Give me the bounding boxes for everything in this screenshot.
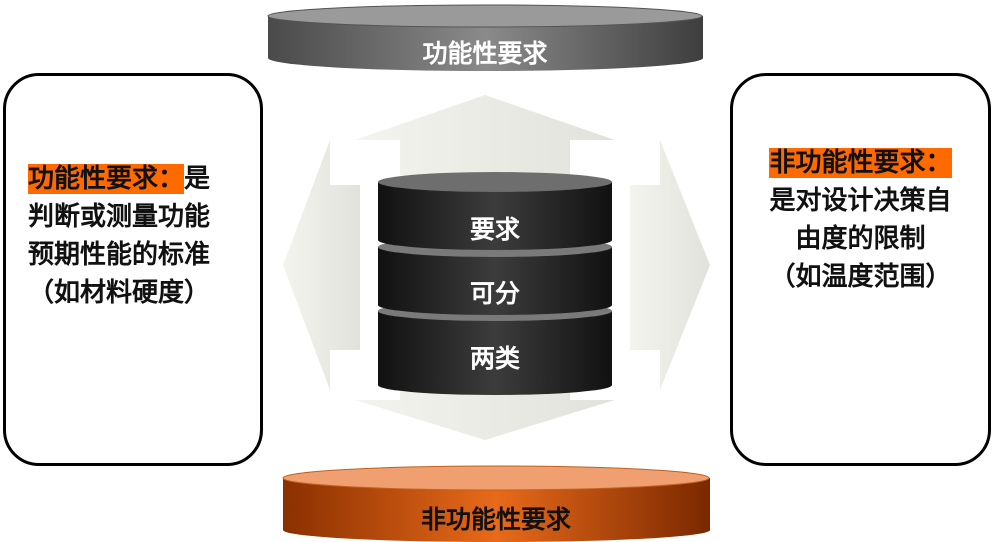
non-functional-requirement-box: 非功能性要求： 是对设计决策自 由度的限制 （如温度范围）: [730, 73, 991, 466]
down-arrow-icon: [355, 380, 615, 440]
functional-highlight: 功能性要求：: [28, 164, 185, 194]
up-arrow-icon: [355, 95, 615, 175]
center-stack: [378, 172, 612, 395]
bottom-cylinder-label: 非功能性要求: [420, 505, 571, 534]
text-line: 判断或测量功能: [28, 202, 211, 232]
functional-definition: 功能性要求：是 判断或测量功能 预期性能的标准 （如材料硬度）: [28, 160, 210, 312]
right-arrow-icon: [630, 140, 710, 390]
stack-layer-label: 可分: [469, 279, 520, 308]
non-functional-definition: 非功能性要求： 是对设计决策自 由度的限制 （如温度范围）: [733, 144, 988, 296]
stack-layer-label: 两类: [469, 344, 520, 373]
bottom-cylinder: [282, 465, 710, 542]
text-line: 是对设计决策自: [769, 186, 952, 216]
stack-layer-label: 要求: [469, 215, 520, 244]
text-line: （如温度范围）: [769, 262, 952, 292]
top-cylinder: [267, 4, 703, 72]
left-arrow-icon: [283, 140, 360, 390]
top-cylinder-label: 功能性要求: [422, 39, 548, 68]
functional-requirement-box: 功能性要求：是 判断或测量功能 预期性能的标准 （如材料硬度）: [3, 73, 263, 466]
non-functional-highlight: 非功能性要求：: [769, 148, 952, 178]
text-line: 由度的限制: [795, 224, 926, 254]
text-line: 预期性能的标准: [28, 240, 211, 270]
text-line: 是: [184, 164, 211, 194]
text-line: （如材料硬度）: [28, 278, 211, 308]
